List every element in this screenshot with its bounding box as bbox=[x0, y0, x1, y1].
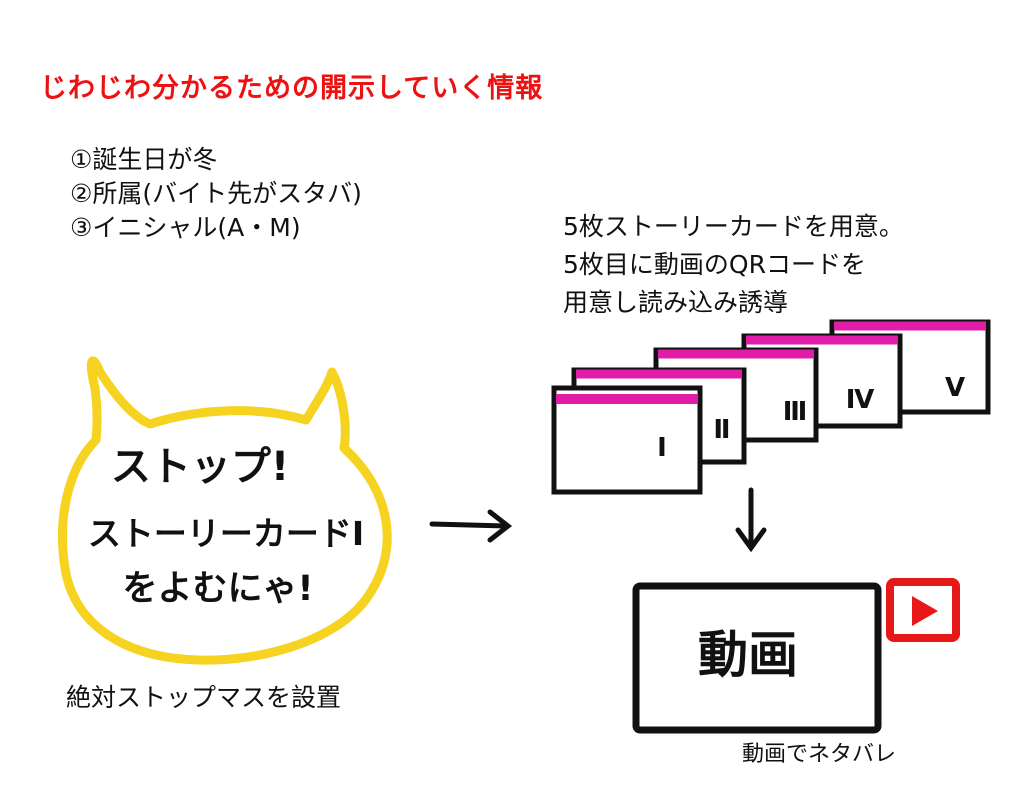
right-arrow-icon bbox=[429, 509, 513, 543]
card-number: Ⅲ bbox=[783, 397, 808, 427]
video-caption: 動画でネタバレ bbox=[742, 742, 897, 767]
video-label: 動画 bbox=[698, 626, 798, 684]
story-card-description: 5枚ストーリーカードを用意。 5枚目に動画のQRコードを 用意し読み込み誘導 bbox=[563, 208, 904, 322]
info-list: ①誕生日が冬 ②所属(バイト先がスタバ) ③イニシャル(A・M) bbox=[70, 143, 362, 245]
card-number: Ⅳ bbox=[846, 385, 875, 415]
stop-space-caption: 絶対ストップマスを設置 bbox=[66, 683, 342, 712]
info-item: ③イニシャル(A・M) bbox=[70, 213, 301, 242]
down-arrow-icon bbox=[735, 487, 767, 553]
card-number: Ⅰ bbox=[657, 433, 667, 463]
card-number: Ⅱ bbox=[713, 415, 730, 445]
bubble-text-read: をよむにゃ! bbox=[123, 569, 314, 609]
cat-bubble-shape bbox=[58, 356, 392, 665]
description-line: 5枚ストーリーカードを用意。 bbox=[563, 212, 904, 241]
description-line: 用意し読み込み誘導 bbox=[563, 288, 789, 317]
story-card: Ⅰ bbox=[551, 385, 703, 495]
bubble-text-stop: ストップ! bbox=[111, 444, 289, 490]
description-line: 5枚目に動画のQRコードを bbox=[563, 250, 866, 279]
info-item: ①誕生日が冬 bbox=[70, 145, 218, 174]
video-box bbox=[632, 582, 882, 734]
page-title: じわじわ分かるための開示していく情報 bbox=[40, 73, 544, 104]
bubble-text-card: ストーリーカードⅠ bbox=[88, 514, 364, 553]
play-icon bbox=[886, 578, 960, 642]
card-number: Ⅴ bbox=[945, 373, 965, 403]
info-item: ②所属(バイト先がスタバ) bbox=[70, 179, 362, 208]
